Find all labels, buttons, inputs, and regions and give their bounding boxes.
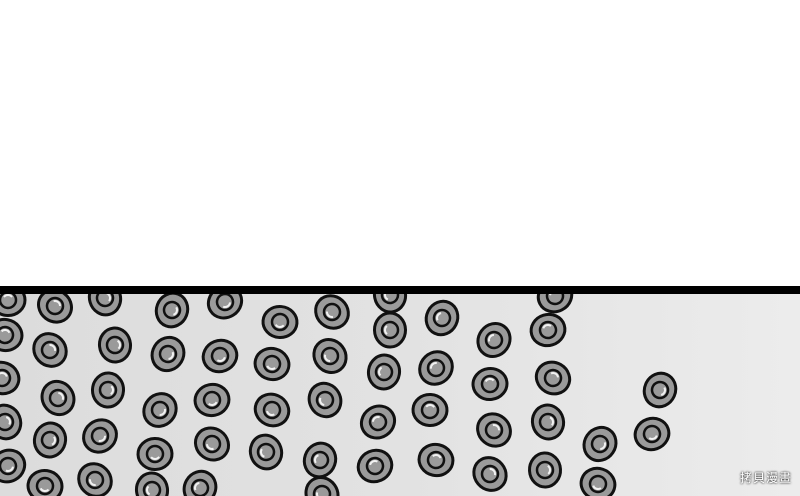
pattern-dot: [134, 471, 170, 496]
pattern-dot: [527, 451, 563, 489]
pattern-dot: [314, 294, 350, 330]
pattern-dot: [633, 416, 671, 452]
pattern-dot: [0, 448, 27, 484]
pattern-dot: [302, 441, 338, 479]
pattern-dot: [77, 462, 113, 496]
panel-border: [0, 286, 800, 294]
pattern-dot: [0, 294, 27, 317]
pattern-dot: [201, 338, 239, 374]
watermark-text: 拷貝漫畫: [739, 471, 792, 485]
pattern-dot: [193, 426, 231, 462]
pattern-dot: [0, 317, 24, 353]
pattern-dot: [253, 346, 291, 382]
pattern-dot: [579, 466, 617, 496]
pattern-dot: [418, 350, 454, 386]
pattern-dot: [582, 425, 618, 463]
pattern-dot: [261, 304, 299, 340]
pattern-dot: [372, 311, 408, 349]
pattern-dot: [424, 299, 460, 337]
pattern-dot: [417, 442, 455, 478]
pattern-dot: [359, 404, 397, 440]
pattern-dot: [206, 294, 244, 320]
pattern-dot: [154, 294, 190, 329]
pattern-dot: [472, 456, 508, 492]
pattern-dot: [304, 475, 340, 496]
pattern-dot: [253, 392, 291, 428]
pattern-dot: [534, 360, 572, 396]
pattern-dot: [26, 468, 64, 496]
pattern-dot: [193, 382, 231, 418]
pattern-dot: [182, 469, 218, 496]
pattern-dot: [90, 371, 126, 409]
pattern-dot: [87, 294, 123, 317]
pattern-dot: [82, 418, 118, 454]
pattern-dot: [476, 412, 512, 448]
pattern-dot: [32, 332, 68, 368]
pattern-dot: [150, 335, 186, 373]
pattern-dot: [307, 381, 343, 419]
pattern-dot: [372, 294, 408, 314]
pattern-dot: [476, 322, 512, 358]
pattern-dot: [136, 436, 174, 472]
pattern-dot: [312, 338, 348, 374]
pattern-dot: [97, 326, 133, 364]
pattern-dot: [642, 371, 678, 409]
pattern-dot: [536, 294, 574, 314]
pattern-dot: [32, 421, 68, 459]
pattern-dot: [366, 353, 402, 391]
pattern-dot: [40, 379, 76, 417]
pattern-dot: [411, 392, 449, 428]
pattern-dot: [0, 360, 21, 396]
pattern-dot: [142, 392, 178, 428]
pattern-dot: [248, 433, 284, 471]
comic-panel: [0, 294, 800, 496]
pattern-dot: [37, 294, 73, 324]
pattern-dot: [530, 403, 566, 441]
blank-white-area: [0, 0, 800, 286]
pattern-dot: [471, 366, 509, 402]
pattern-dot: [356, 448, 394, 484]
pattern-dot: [0, 403, 23, 441]
dot-pattern: [0, 294, 678, 496]
pattern-dot: [529, 312, 567, 348]
